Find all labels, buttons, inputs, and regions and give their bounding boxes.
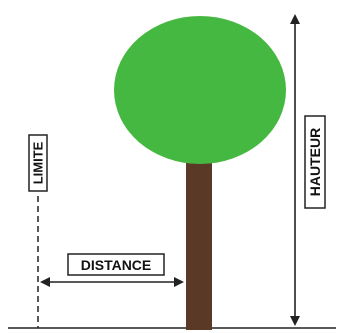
tree-trunk: [186, 158, 212, 330]
limit-label-text: LIMITE: [31, 141, 46, 184]
distance-label-text: DISTANCE: [81, 257, 152, 273]
tree-foliage: [114, 16, 286, 164]
limit-label: LIMITE: [29, 135, 47, 191]
height-label-text: HAUTEUR: [307, 128, 323, 196]
height-label: HAUTEUR: [305, 116, 325, 208]
distance-label: DISTANCE: [68, 254, 164, 275]
